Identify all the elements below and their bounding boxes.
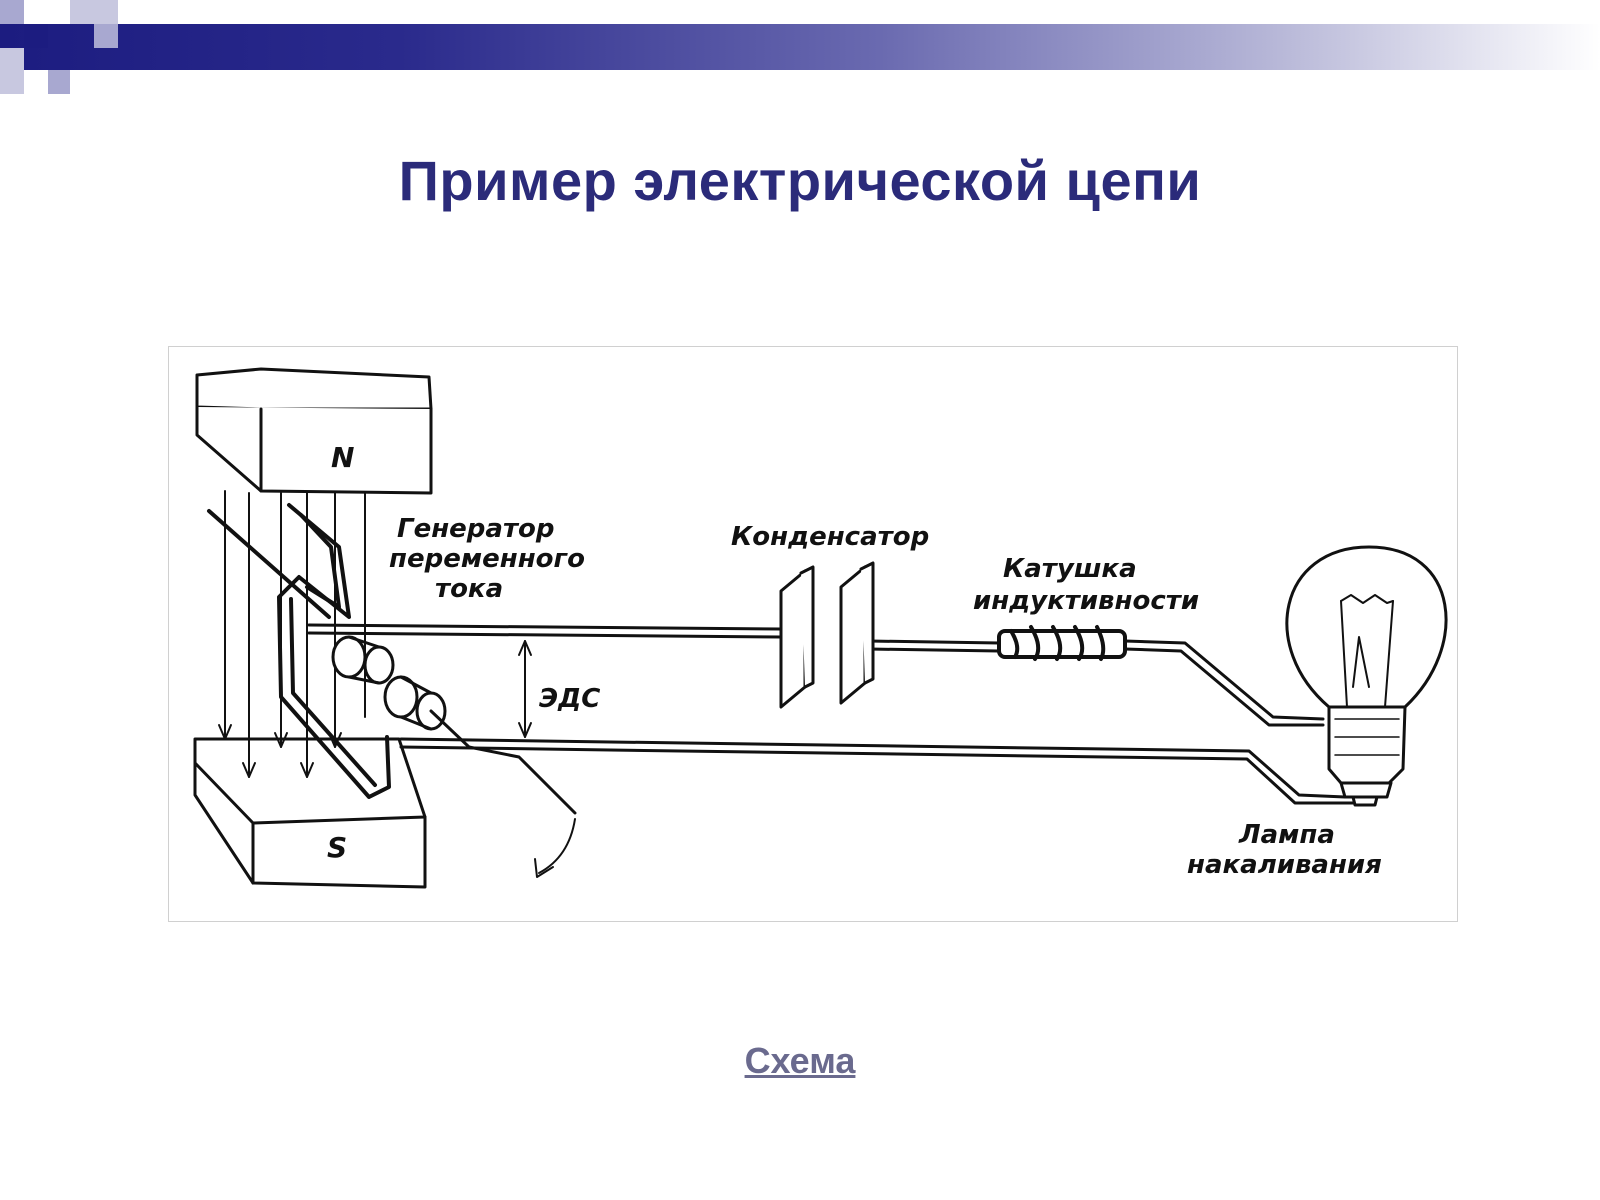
decor-square [94,24,118,48]
label-capacitor: Конденсатор [731,522,929,552]
label-generator-3: тока [435,574,503,604]
capacitor-plates [779,561,875,709]
slide-title: Пример электрической цепи [398,149,1202,212]
circuit-diagram-svg: N S Генератор переменного тока Конденсат… [193,367,1448,889]
label-pole-north: N [331,441,354,474]
label-inductor-1: Катушка [1003,554,1137,584]
scheme-link[interactable]: Схема [744,1040,856,1081]
label-lamp-1: Лампа [1238,820,1335,850]
decor-square [24,24,48,48]
wires [307,623,1355,805]
header-accent-bar [0,24,1600,70]
magnet-south [193,737,427,889]
magnet-north [195,367,433,495]
label-generator-1: Генератор [397,514,555,544]
generator-loop [207,503,391,799]
incandescent-lamp [1285,545,1448,807]
slip-rings [331,635,577,815]
decor-square [70,0,118,24]
inductor-coil [997,625,1127,661]
label-inductor-2: индуктивности [973,586,1199,616]
rotation-arrow [538,818,576,874]
decor-square [48,70,70,94]
decor-square [0,0,24,24]
label-generator-2: переменного [389,544,585,574]
circuit-diagram: N S Генератор переменного тока Конденсат… [168,346,1458,922]
decor-square [0,48,24,94]
label-lamp-2: накаливания [1187,850,1382,880]
label-emf: ЭДС [539,684,600,714]
emf-arrow [518,640,532,738]
label-pole-south: S [327,831,347,864]
